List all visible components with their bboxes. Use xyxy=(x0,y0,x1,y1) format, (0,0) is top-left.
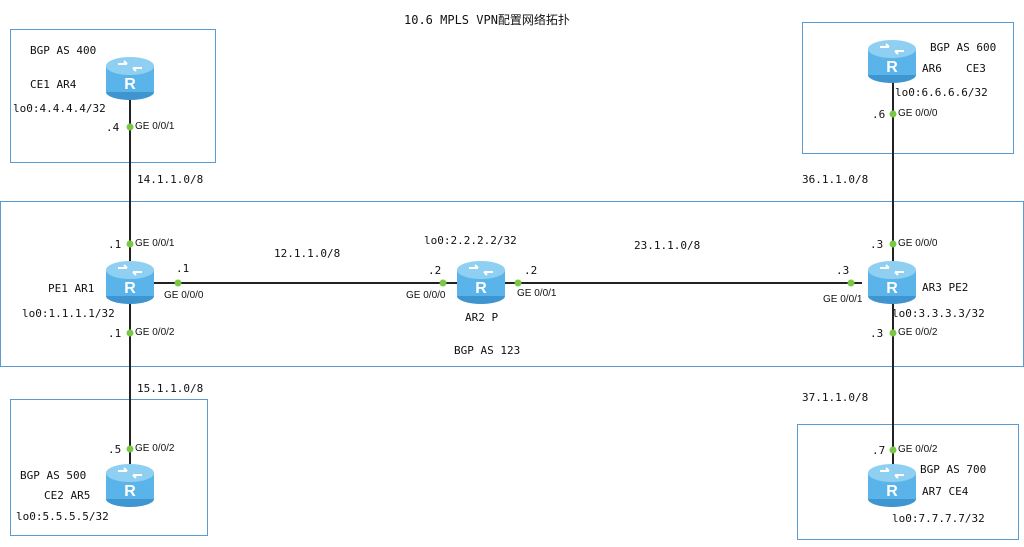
ar2-left-port: GE 0/0/0 xyxy=(406,290,446,301)
port-dot xyxy=(514,279,522,287)
ar7-loopback: lo0:7.7.7.7/32 xyxy=(892,512,985,525)
ar3-left-host-id: .3 xyxy=(836,264,850,277)
ar3-loopback: lo0:3.3.3.3/32 xyxy=(892,307,985,320)
ar1-name: PE1 AR1 xyxy=(48,282,95,295)
ar5-host-id: .5 xyxy=(108,443,122,456)
port-dot xyxy=(889,240,897,248)
network-15: 15.1.1.0/8 xyxy=(137,382,204,395)
ar4-host-id: .4 xyxy=(106,121,120,134)
ar5-name: CE2 AR5 xyxy=(44,489,91,502)
ar6-loopback: lo0:6.6.6.6/32 xyxy=(895,86,988,99)
area-as700 xyxy=(797,424,1019,540)
ar7-name: AR7 CE4 xyxy=(922,485,969,498)
port-dots xyxy=(126,110,897,454)
area-as400 xyxy=(10,29,216,163)
ar4-port: GE 0/0/1 xyxy=(135,121,175,132)
ar2-name: AR2 P xyxy=(465,311,499,324)
router-icon-ar5[interactable]: R xyxy=(104,462,156,508)
port-dot xyxy=(889,110,897,118)
ar1-right-host-id: .1 xyxy=(176,262,190,275)
ar1-down-host-id: .1 xyxy=(108,327,122,340)
ar2-left-host-id: .2 xyxy=(428,264,442,277)
network-12: 12.1.1.0/8 xyxy=(274,247,341,260)
ar3-name: AR3 PE2 xyxy=(922,281,969,294)
ar3-up-port: GE 0/0/0 xyxy=(898,238,938,249)
as700-label: BGP AS 700 xyxy=(920,463,987,476)
router-icon-ar7[interactable]: R xyxy=(866,462,918,508)
router-letter: R xyxy=(124,280,136,297)
as500-label: BGP AS 500 xyxy=(20,469,87,482)
network-14: 14.1.1.0/8 xyxy=(137,173,204,186)
ar3-down-port: GE 0/0/2 xyxy=(898,327,938,338)
ar1-up-host-id: .1 xyxy=(108,238,122,251)
router-icon-ar6[interactable]: R xyxy=(866,38,918,84)
ar4-name: CE1 AR4 xyxy=(30,78,77,91)
ar3-left-port: GE 0/0/1 xyxy=(823,294,863,305)
ar1-loopback: lo0:1.1.1.1/32 xyxy=(22,307,115,320)
network-36: 36.1.1.0/8 xyxy=(802,173,869,186)
router-letter: R xyxy=(124,483,136,500)
ar6-port: GE 0/0/0 xyxy=(898,108,938,119)
port-dot xyxy=(126,123,134,131)
ar3-down-host-id: .3 xyxy=(870,327,884,340)
router-letter: R xyxy=(886,59,898,76)
ar5-port: GE 0/0/2 xyxy=(135,443,175,454)
ar5-loopback: lo0:5.5.5.5/32 xyxy=(16,510,109,523)
ar7-port: GE 0/0/2 xyxy=(898,444,938,455)
area-as600 xyxy=(802,22,1014,154)
port-dot xyxy=(439,279,447,287)
ar2-loopback: lo0:2.2.2.2/32 xyxy=(424,234,517,247)
port-dot xyxy=(889,329,897,337)
ar1-right-port: GE 0/0/0 xyxy=(164,290,204,301)
port-dot xyxy=(174,279,182,287)
diagram-title: 10.6 MPLS VPN配置网络拓扑 xyxy=(404,13,570,27)
ar1-down-port: GE 0/0/2 xyxy=(135,327,175,338)
ar1-up-port: GE 0/0/1 xyxy=(135,238,175,249)
router-letter: R xyxy=(475,280,487,297)
router-icon-ar3[interactable]: R xyxy=(866,259,918,305)
as400-label: BGP AS 400 xyxy=(30,44,97,57)
router-letter: R xyxy=(886,483,898,500)
area-as500 xyxy=(10,399,208,536)
ar6-role: CE3 xyxy=(966,62,986,75)
port-dot xyxy=(126,240,134,248)
router-letter: R xyxy=(886,280,898,297)
port-dot xyxy=(126,445,134,453)
network-23: 23.1.1.0/8 xyxy=(634,239,701,252)
router-letter: R xyxy=(124,76,136,93)
ar3-up-host-id: .3 xyxy=(870,238,884,251)
port-dot xyxy=(126,329,134,337)
router-icon-ar1[interactable]: R xyxy=(104,259,156,305)
ar7-host-id: .7 xyxy=(872,444,886,457)
as600-label: BGP AS 600 xyxy=(930,41,997,54)
port-dot xyxy=(889,446,897,454)
ar2-right-port: GE 0/0/1 xyxy=(517,288,557,299)
ar2-right-host-id: .2 xyxy=(524,264,538,277)
port-dot xyxy=(847,279,855,287)
router-icon-ar4[interactable]: R xyxy=(104,55,156,101)
router-icon-ar2[interactable]: R xyxy=(455,259,507,305)
ar4-loopback: lo0:4.4.4.4/32 xyxy=(13,102,106,115)
ar6-host-id: .6 xyxy=(872,108,886,121)
as123-label: BGP AS 123 xyxy=(454,344,521,357)
ar6-name: AR6 xyxy=(922,62,942,75)
network-37: 37.1.1.0/8 xyxy=(802,391,869,404)
